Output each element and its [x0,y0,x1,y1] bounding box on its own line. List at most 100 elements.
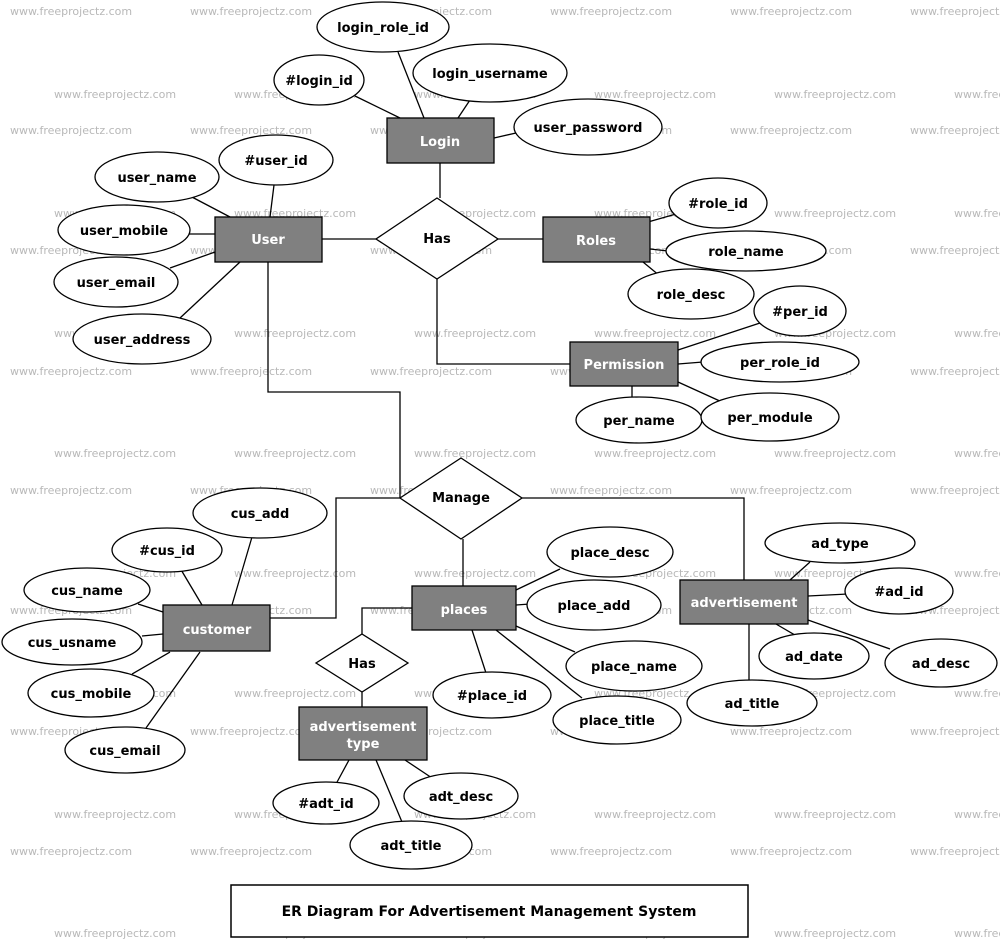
attribute-per-module: per_module [700,392,840,442]
watermark-text: www.freeprojectz.com [190,725,312,738]
watermark-text: www.freeprojectz.com [550,484,672,497]
attribute-label: #per_id [772,305,828,320]
connector-cus-add [231,536,253,606]
entity-advertisement: advertisement [679,579,809,625]
relationship-manage: Manage [398,457,524,540]
attribute-adt-id: #adt_id [272,781,380,825]
attribute-per-id: #per_id [753,285,847,337]
connector-login-username [457,99,471,119]
connector-place-desc [515,568,561,591]
attribute-login-role-id: login_role_id [316,1,450,53]
attribute-label: place_add [558,599,631,614]
connector-cus-mobile [131,651,171,675]
entity-permission: Permission [569,341,679,387]
attribute-place-add: place_add [526,579,662,631]
attribute-user-name: user_name [94,151,220,203]
attribute-login-username: login_username [412,43,568,103]
entity-customer-label: customer [183,623,252,638]
watermark-text: www.freeprojectz.com [730,124,852,137]
connector-user-manage [267,262,401,498]
attributes: login_role_id #login_id login_username u… [1,1,998,870]
entity-advertisement-type-label-line1: advertisement [310,720,417,735]
attribute-user-email: user_email [53,256,179,308]
attribute-label: ad_title [725,697,780,712]
watermark-text: www.freeprojectz.com [10,484,132,497]
connector-cus-usname [141,633,164,637]
attribute-label: user_address [94,333,191,348]
entity-advertisement-type-label-line2: type [347,737,380,752]
watermark-text: www.freeprojectz.com [730,725,852,738]
watermark-text: www.freeprojectz.com [190,365,312,378]
attribute-cus-name: cus_name [23,567,151,613]
attribute-label: #role_id [688,197,748,212]
connector-places-has [361,607,412,634]
watermark-text: www.freeprojectz.com [774,207,896,220]
watermark-text: www.freeprojectz.com [954,447,1000,460]
attribute-label: role_name [708,245,784,260]
connector-place-name [515,625,576,653]
entity-customer: customer [162,604,271,652]
entity-login-label: Login [420,135,460,150]
diagram-title: ER Diagram For Advertisement Management … [282,904,697,920]
attribute-label: cus_usname [28,636,117,651]
attribute-ad-type: ad_type [764,522,916,564]
watermark-text: www.freeprojectz.com [774,88,896,101]
connector-login-id [354,95,401,119]
connector-user-password [493,132,517,139]
attribute-label: user_name [117,171,196,186]
attribute-label: per_role_id [740,356,820,371]
entity-advertisement-type: advertisement type [298,706,428,761]
attribute-label: cus_name [51,584,123,599]
attribute-label: role_desc [657,288,726,303]
attribute-label: #user_id [244,154,307,169]
watermark-text: www.freeprojectz.com [10,845,132,858]
watermark-text: www.freeprojectz.com [190,124,312,137]
watermark-text: www.freeprojectz.com [234,567,356,580]
attribute-role-name: role_name [665,230,827,272]
connector-adt-id [335,759,350,785]
attribute-cus-id: #cus_id [111,527,223,573]
connector-login-role-id [397,51,425,119]
watermark-text: www.freeprojectz.com [54,447,176,460]
connector-user-id [269,184,275,218]
connector-manage-customer [270,497,400,619]
watermark-text: www.freeprojectz.com [730,845,852,858]
attribute-user-mobile: user_mobile [57,204,191,256]
watermark-text: www.freeprojectz.com [414,327,536,340]
attribute-ad-title: ad_title [686,679,818,727]
watermark-text: www.freeprojectz.com [910,5,1000,18]
attribute-label: cus_add [231,507,290,522]
connector-role-id [647,213,677,223]
watermark-text: www.freeprojectz.com [594,88,716,101]
connector-adt-title [375,759,403,823]
attribute-label: place_name [591,660,677,675]
connector-cus-name [137,603,164,613]
diagram-title-box: ER Diagram For Advertisement Management … [230,884,749,938]
watermark-text: www.freeprojectz.com [414,567,536,580]
attribute-cus-usname: cus_usname [1,618,143,666]
attribute-label: #place_id [457,689,527,704]
attribute-ad-id: #ad_id [844,567,954,615]
attribute-role-id: #role_id [668,177,768,229]
entity-places: places [411,585,517,631]
connector-user-address [179,261,241,319]
watermark-text: www.freeprojectz.com [910,365,1000,378]
attribute-label: login_username [432,67,548,82]
watermark-text: www.freeprojectz.com [54,808,176,821]
watermark-text: www.freeprojectz.com [954,327,1000,340]
relationship-has-top-label: Has [423,232,451,247]
relationship-has-bottom: Has [314,633,410,693]
attribute-per-name: per_name [575,396,703,444]
watermark-text: www.freeprojectz.com [54,88,176,101]
attribute-label: adt_title [381,839,442,854]
entity-places-label: places [441,603,488,618]
watermark-text: www.freeprojectz.com [10,124,132,137]
connector-ad-type [789,561,811,581]
connectors [131,51,891,823]
connector-manage-advertisement [522,497,745,580]
watermark-text: www.freeprojectz.com [954,88,1000,101]
attribute-label: user_email [77,276,156,291]
attribute-label: login_role_id [337,21,429,36]
watermark-text: www.freeprojectz.com [370,365,492,378]
